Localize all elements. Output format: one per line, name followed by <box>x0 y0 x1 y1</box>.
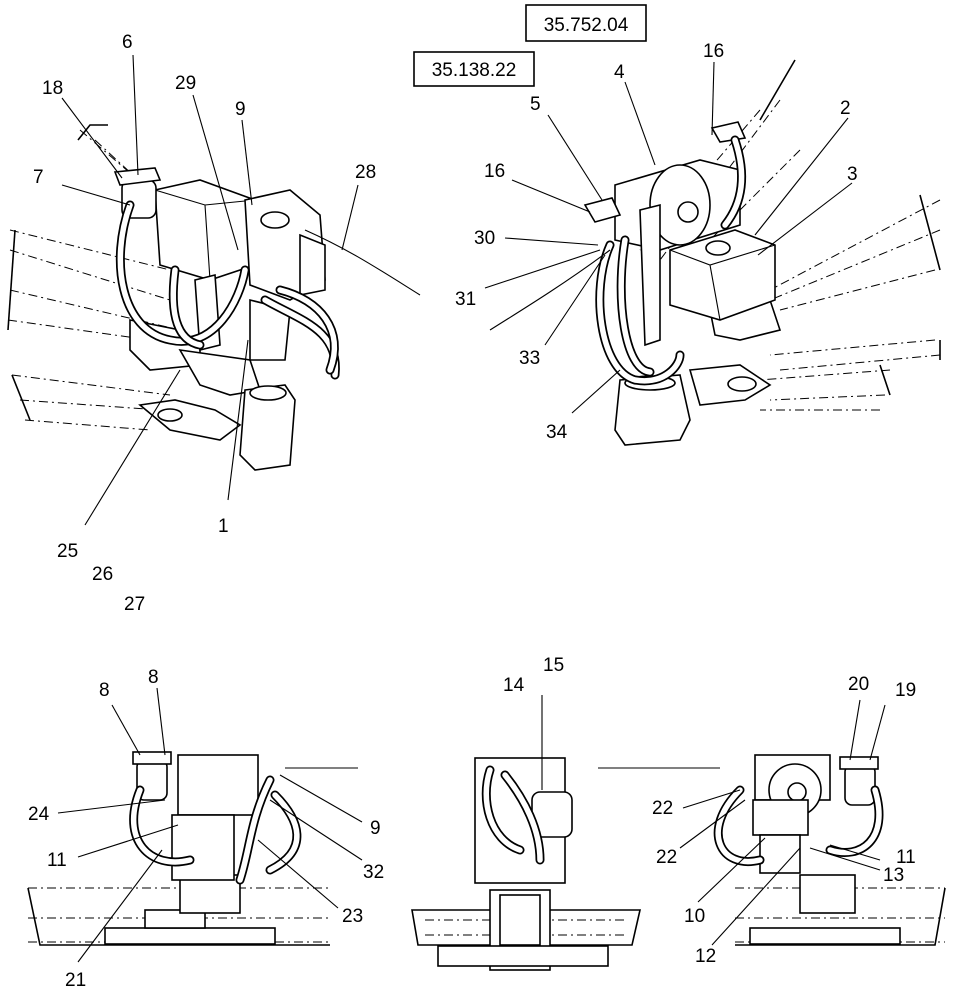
callout-8: 8 <box>148 667 159 688</box>
callout-22: 22 <box>652 798 673 819</box>
callout-14: 14 <box>503 675 525 696</box>
callout-26: 26 <box>92 564 113 585</box>
reference-box-35-752-04[interactable]: 35.752.04 <box>525 4 647 42</box>
view-bottom-center <box>411 757 642 971</box>
callout-3: 3 <box>847 164 858 185</box>
view-top-left <box>7 124 421 471</box>
callout-7: 7 <box>33 167 44 188</box>
callout-2: 2 <box>840 98 851 119</box>
callout-28: 28 <box>355 162 376 183</box>
callout-25: 25 <box>57 541 78 562</box>
callout-1: 1 <box>218 516 229 537</box>
callout-21: 21 <box>65 970 86 991</box>
view-bottom-right <box>598 754 946 946</box>
callout-11: 11 <box>896 847 916 868</box>
callout-29: 29 <box>175 73 196 94</box>
callout-5: 5 <box>530 94 541 115</box>
callout-27: 27 <box>124 594 145 615</box>
callout-11: 11 <box>47 850 67 871</box>
callout-31: 31 <box>455 289 476 310</box>
callout-labels: 6 18 29 9 7 28 1 25 26 27 4 16 5 2 16 3 … <box>28 32 916 991</box>
callout-24: 24 <box>28 804 50 825</box>
svg-text:35.752.04: 35.752.04 <box>544 15 629 36</box>
callout-16: 16 <box>484 161 505 182</box>
callout-20: 20 <box>848 674 869 695</box>
callout-18: 18 <box>42 78 63 99</box>
callout-30: 30 <box>474 228 495 249</box>
svg-text:35.138.22: 35.138.22 <box>432 60 517 81</box>
reference-box-35-138-22[interactable]: 35.138.22 <box>413 51 535 87</box>
callout-34: 34 <box>546 422 568 443</box>
callout-6: 6 <box>122 32 133 53</box>
callout-8: 8 <box>99 680 110 701</box>
callout-19: 19 <box>895 680 916 701</box>
callout-13: 13 <box>883 865 904 886</box>
leader-lines <box>57 54 886 963</box>
callout-16: 16 <box>703 41 724 62</box>
callout-9: 9 <box>235 99 246 120</box>
callout-10: 10 <box>684 906 705 927</box>
callout-33: 33 <box>519 348 540 369</box>
callout-4: 4 <box>614 62 625 83</box>
callout-12: 12 <box>695 946 716 967</box>
callout-22: 22 <box>656 847 677 868</box>
callout-23: 23 <box>342 906 363 927</box>
view-bottom-left <box>27 751 358 946</box>
callout-15: 15 <box>543 655 564 676</box>
callout-9: 9 <box>370 818 381 839</box>
callout-32: 32 <box>363 862 384 883</box>
view-top-right <box>489 59 941 446</box>
